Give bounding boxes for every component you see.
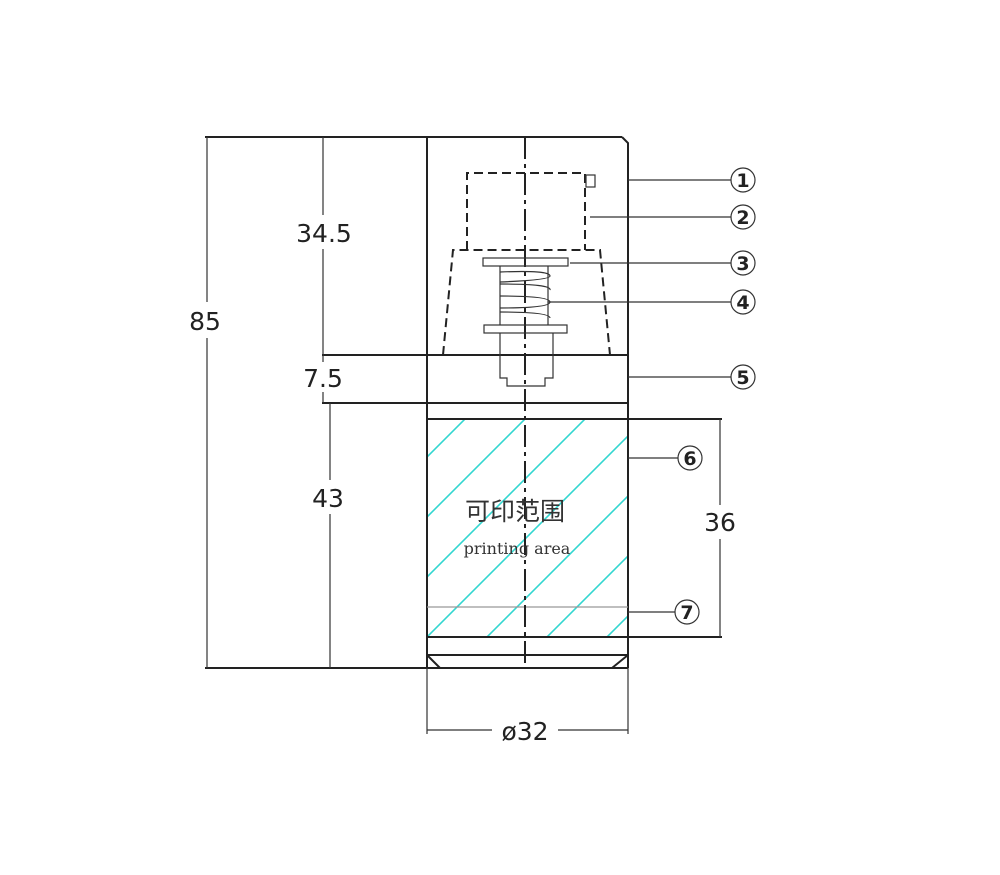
svg-text:3: 3: [736, 253, 749, 275]
print-area-label-en: printing area: [464, 539, 571, 558]
callout-2: 2: [730, 204, 756, 230]
dim-bottom-height: 43: [312, 484, 344, 513]
hatch-line: [787, 397, 1000, 637]
spring-assembly: [482, 257, 569, 387]
callout-6: 6: [677, 445, 703, 471]
hatch-line: [187, 397, 427, 637]
body-outline: [205, 136, 722, 669]
dim-top-height: 34.5: [296, 219, 352, 248]
callout-4: 4: [730, 289, 756, 315]
svg-text:6: 6: [683, 448, 696, 470]
print-area-label-cn: 可印范围: [465, 497, 565, 526]
dim-total-height: 85: [189, 307, 221, 336]
callout-7: 7: [674, 599, 700, 625]
dim-diameter: ø32: [501, 717, 548, 746]
dimension-lines: [206, 137, 721, 734]
callout-5: 5: [730, 364, 756, 390]
hatch-line: [127, 397, 367, 637]
svg-text:4: 4: [736, 292, 749, 314]
hatch-line: [727, 397, 967, 637]
callout-3: 3: [730, 250, 756, 276]
svg-text:7: 7: [680, 602, 693, 624]
hatch-line: [486, 494, 628, 637]
svg-text:2: 2: [736, 207, 749, 229]
hatch-line: [427, 419, 587, 579]
hatch-line: [67, 397, 307, 637]
dim-print-height: 36: [704, 508, 736, 537]
svg-text:1: 1: [736, 170, 749, 192]
hatch-line: [427, 419, 467, 459]
hatch-line: [427, 419, 527, 519]
svg-text:5: 5: [736, 367, 749, 389]
dim-middle-height: 7.5: [303, 364, 343, 393]
hatch-line: [546, 554, 628, 637]
hatch-line: [847, 397, 1000, 637]
callout-1: 1: [730, 167, 756, 193]
cap-part: [442, 172, 611, 356]
callouts: 1 2 3 4 5 6 7: [548, 167, 756, 625]
